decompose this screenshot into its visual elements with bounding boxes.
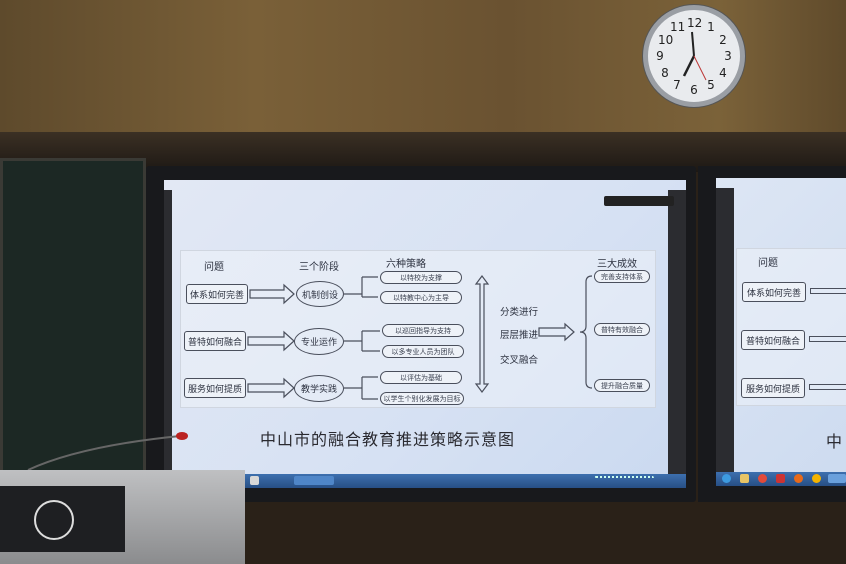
taskbar-app-icon[interactable] [740,474,749,483]
screen-side-panel [668,190,686,475]
method-text: 分类进行 [500,307,539,318]
wall-clock: 12 1 2 3 4 5 6 7 8 9 10 11 [643,5,745,107]
strategy-box: 以学生个别化发展为目标 [380,392,464,405]
slide-title: 中山市的融合教育推进策略示意图 [260,430,516,449]
strategy-box: 以特教中心为主导 [380,291,462,304]
notification-bar[interactable] [604,196,674,206]
taskbar [716,472,846,486]
clock-number: 4 [719,66,727,80]
strategy-box: 以巡回指导为支持 [382,324,464,337]
strategy-box: 以评估为基础 [380,371,462,384]
method-text: 层层推进 [500,330,539,341]
stage-ellipse: 机制创设 [296,281,344,307]
second-screen: 问题 体系如何完善 普特如何融合 服务如何提质 中 [716,178,846,486]
taskbar-app-icon[interactable] [812,474,821,483]
screen-side-panel [716,188,734,478]
clock-number: 3 [724,49,732,63]
problem-box: 服务如何提质 [184,378,246,398]
main-screen: 问题 三个阶段 六种策略 三大成效 体系如何完善 普特如何融合 服务如何提质 机… [164,180,686,488]
taskbar-app-icon[interactable] [758,474,767,483]
clock-number: 10 [658,33,674,47]
diagram-connectors [247,275,593,400]
clock-number: 5 [707,78,715,92]
strategy-box: 以多专业人员为团队 [382,345,464,358]
problem-box: 普特如何融合 [184,331,246,351]
arrow [810,288,846,294]
screen-side-panel [164,190,172,475]
problem-box: 服务如何提质 [741,378,805,398]
header-strategies: 六种策略 [386,259,426,270]
clock-number: 12 [687,16,703,30]
system-tray[interactable] [594,476,654,485]
strategy-box: 以特校为支撑 [380,271,462,284]
slide-title-fragment: 中 [826,432,843,451]
taskbar-window-button[interactable] [828,474,846,483]
arrow [809,336,846,342]
method-text: 交叉融合 [500,355,539,366]
taskbar-window-button[interactable] [294,476,334,485]
stage-ellipse: 专业运作 [294,328,344,355]
start-button[interactable] [722,474,731,483]
problem-box: 体系如何完善 [186,284,248,304]
clock-number: 1 [707,20,715,34]
header-problems: 问题 [758,258,778,269]
clock-number: 6 [690,83,698,97]
taskbar-app-icon[interactable] [250,476,259,485]
blackboard [0,158,146,473]
result-box: 普特有效融合 [594,323,650,336]
clock-number: 2 [719,33,727,47]
taskbar-app-icon[interactable] [776,474,785,483]
result-box: 完善支持体系 [594,270,650,283]
school-emblem [34,500,74,540]
clock-number: 9 [656,49,664,63]
header-results: 三大成效 [597,259,637,270]
header-stages: 三个阶段 [299,262,339,273]
header-problems: 问题 [204,262,224,273]
microphone [27,432,188,471]
clock-hands [682,31,707,81]
problem-box: 普特如何融合 [741,330,805,350]
result-box: 提升融合质量 [594,379,650,392]
problem-box: 体系如何完善 [742,282,806,302]
clock-number: 7 [673,78,681,92]
stage-ellipse: 教学实践 [294,375,344,402]
clock-number: 8 [661,66,669,80]
taskbar-app-icon[interactable] [794,474,803,483]
arrow [809,384,846,390]
clock-number: 11 [670,20,686,34]
